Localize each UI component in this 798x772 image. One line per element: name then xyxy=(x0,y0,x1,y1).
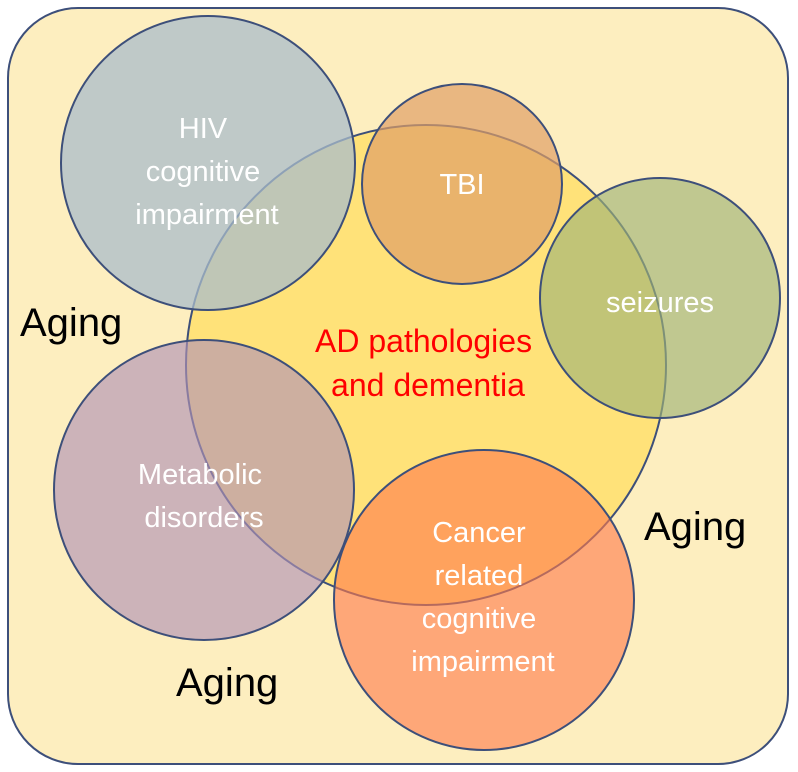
hiv-label-line: cognitive xyxy=(146,156,260,188)
tbi-label-line: TBI xyxy=(439,169,484,201)
ad-label: AD pathologies and dementia xyxy=(315,323,541,403)
cancer-circle xyxy=(333,449,635,751)
cancer-label-line: impairment xyxy=(411,646,554,678)
seizures-label-line: seizures xyxy=(606,287,714,319)
ad-label-line: AD pathologies xyxy=(315,323,532,359)
metabolic-label: Metabolic disorders xyxy=(138,459,270,534)
aging-label-left: Aging xyxy=(20,301,122,345)
cancer-label-line: related xyxy=(435,560,524,592)
tbi-circle xyxy=(361,83,563,285)
seizures-circle xyxy=(539,177,781,419)
hiv-label-line: HIV xyxy=(179,113,228,145)
hiv-label-line: impairment xyxy=(135,199,278,231)
hiv-label: HIV cognitive impairment xyxy=(135,113,278,231)
metabolic-circle xyxy=(53,339,355,641)
seizures-label: seizures xyxy=(606,287,714,319)
cancer-label-line: cognitive xyxy=(422,603,536,635)
metabolic-label-line: Metabolic xyxy=(138,459,262,491)
cancer-label-line: Cancer xyxy=(432,517,526,549)
cancer-label: Cancer related cognitive impairment xyxy=(411,517,554,678)
tbi-label: TBI xyxy=(439,169,484,201)
aging-label-bottom: Aging xyxy=(176,661,278,705)
metabolic-label-line: disorders xyxy=(144,502,263,534)
ad-label-line: and dementia xyxy=(331,367,525,403)
aging-label-right: Aging xyxy=(644,505,746,549)
hiv-circle xyxy=(60,15,356,311)
